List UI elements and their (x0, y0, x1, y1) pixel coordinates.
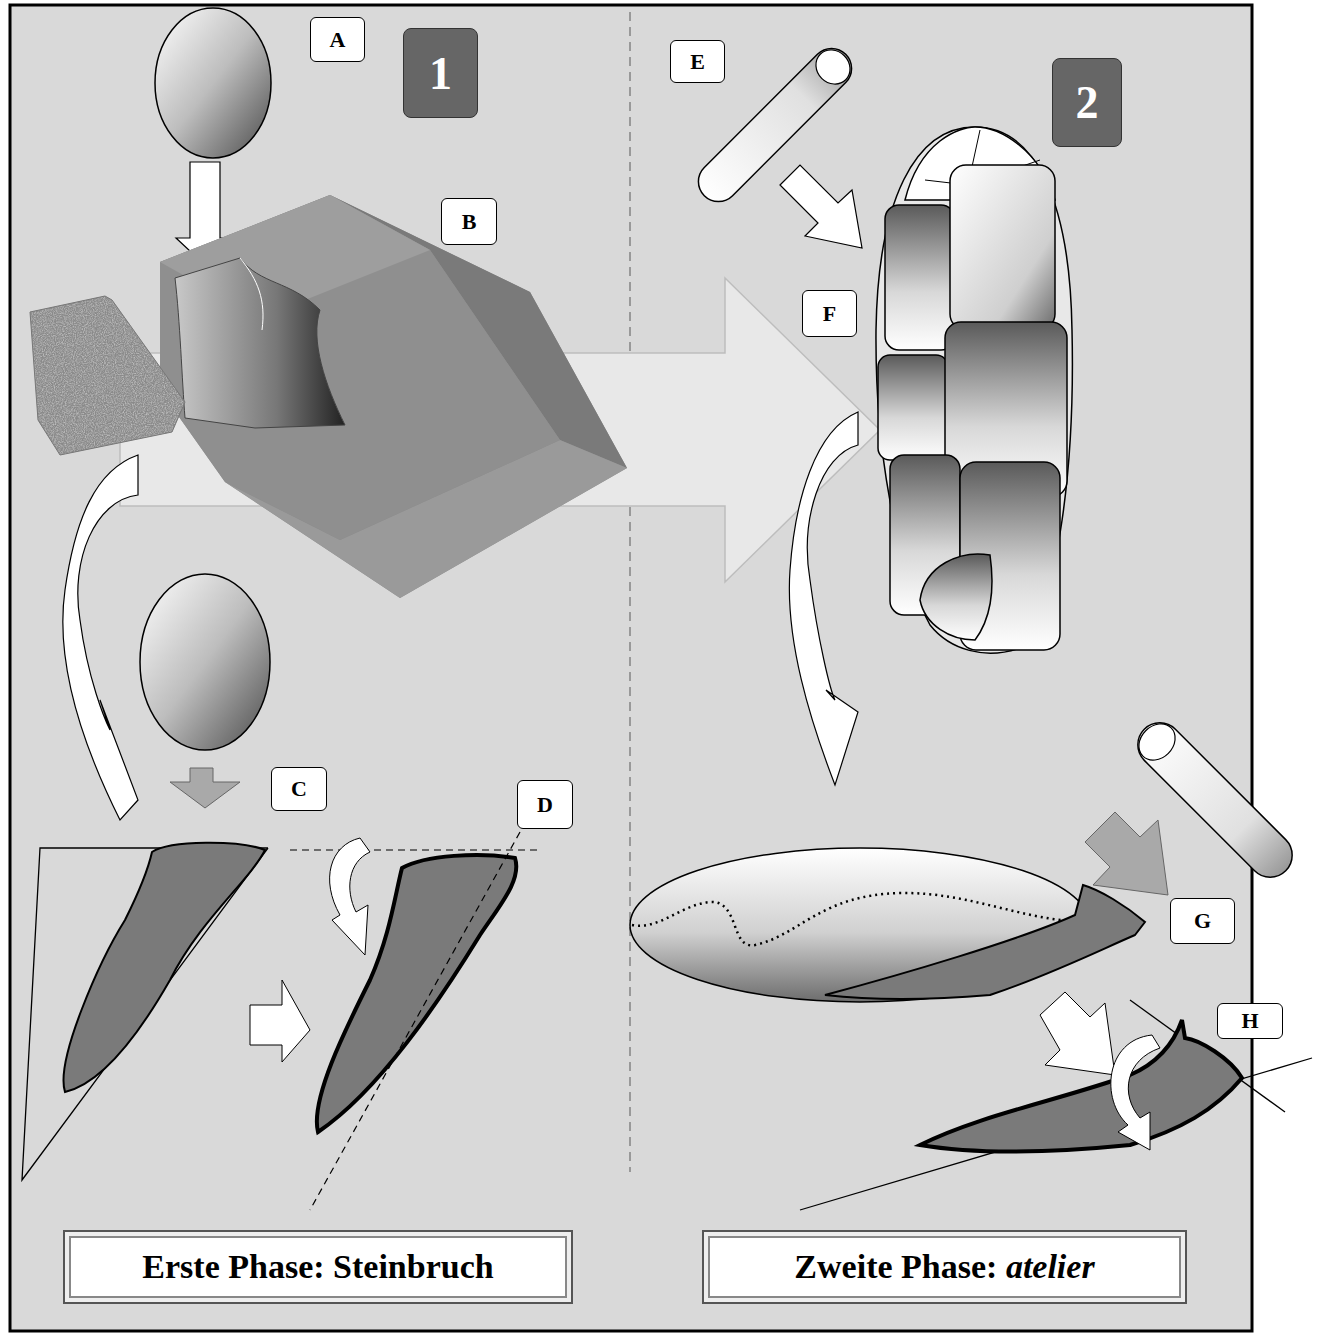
quarry-block (160, 195, 627, 598)
callout-letter: C (271, 767, 327, 811)
guide-line (310, 832, 520, 1210)
label-text: B (462, 209, 477, 235)
strike-arrow (780, 165, 862, 248)
stone-egg (140, 574, 270, 750)
callout-letter: F (802, 290, 857, 337)
phase-number: 1 (403, 28, 478, 118)
label-text: G (1194, 908, 1211, 934)
callout-letter: E (670, 40, 725, 83)
callout-letter: D (517, 780, 573, 829)
phase-caption: Zweite Phase: atelier (702, 1230, 1187, 1304)
divider-line (629, 12, 631, 1172)
rock-texture (25, 290, 195, 460)
down-arrow (170, 768, 240, 808)
label-text: A (330, 27, 346, 53)
curved-arrow (63, 455, 138, 820)
callout-letter: H (1217, 1003, 1283, 1039)
stone-egg (155, 8, 271, 158)
label-text: 2 (1076, 76, 1099, 129)
label-text: 1 (429, 47, 452, 100)
split-block (876, 127, 1072, 653)
callout-letter: B (441, 198, 497, 245)
down-arrow (1040, 992, 1115, 1075)
stone-flake (64, 843, 265, 1092)
rotate-arrow (1111, 1035, 1160, 1150)
label-text: C (291, 776, 307, 802)
strike-arrow (1085, 812, 1168, 895)
label-text: E (690, 49, 705, 75)
caption-text: Zweite Phase: atelier (794, 1248, 1094, 1286)
caption-text: Erste Phase: Steinbruch (142, 1248, 493, 1286)
label-text: H (1241, 1008, 1258, 1034)
rotate-arrow (330, 838, 370, 955)
callout-letter: A (310, 17, 365, 62)
stone-flake (920, 1020, 1242, 1151)
stone-flake (825, 885, 1145, 999)
label-text: F (823, 301, 836, 327)
stone-flake (317, 855, 516, 1132)
ground-panel (10, 5, 1252, 1331)
callout-letter: G (1170, 898, 1235, 944)
curved-arrow (789, 412, 858, 785)
right-arrow (250, 980, 310, 1062)
guide-line (290, 849, 540, 850)
phase-caption: Erste Phase: Steinbruch (63, 1230, 573, 1304)
label-text: D (537, 792, 553, 818)
phase-number: 2 (1052, 58, 1122, 147)
